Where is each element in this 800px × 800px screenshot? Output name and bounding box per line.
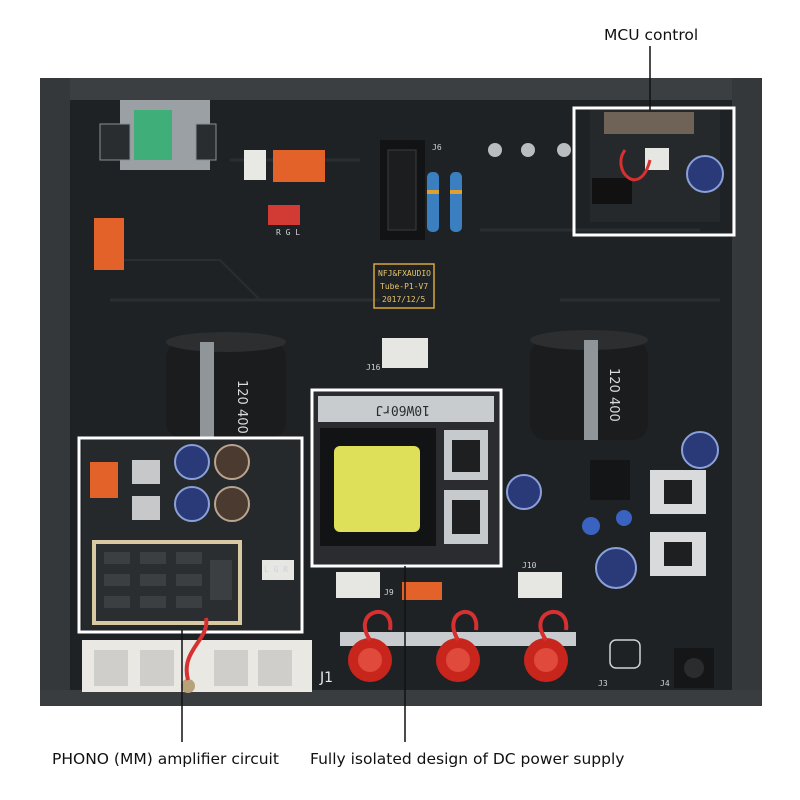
cap-right-label: 120 400 — [606, 368, 621, 422]
j16-label: J16 — [366, 363, 381, 372]
board-marking: NFJ&FXAUDIO Tube-P1-V7 2017/12/5 — [373, 263, 435, 309]
connector-j9: J9 — [336, 572, 394, 598]
top-left-connector — [99, 100, 217, 170]
connector-j10: J10 — [518, 561, 562, 598]
dc-highlight-box — [310, 388, 503, 568]
mcu-callout-label: MCU control — [604, 26, 699, 44]
capacitor-right: 120 400 — [530, 330, 648, 440]
j10-label: J10 — [522, 561, 537, 570]
relay-left — [94, 218, 124, 270]
connector-j16: J16 — [366, 338, 428, 372]
rgl-label: R G L — [276, 228, 300, 237]
input-jack-j6: J6 — [380, 140, 442, 240]
transformer-label: 10W60rJ — [375, 402, 430, 417]
callout-lines — [181, 46, 651, 742]
connector-rgl: R G L — [268, 205, 300, 237]
right-components — [506, 431, 719, 589]
marking-line1: NFJ&FXAUDIO — [378, 269, 431, 278]
leds-top — [488, 143, 571, 157]
lgr-label: L G R — [264, 565, 288, 574]
phono-highlight-box — [77, 436, 304, 634]
marking-line3: 2017/12/5 — [382, 295, 426, 304]
relay-mid — [402, 582, 442, 600]
j6-label: J6 — [432, 143, 442, 152]
dc-supply-area: 10W60rJ — [310, 388, 503, 568]
power-jack-j4: J4 — [660, 648, 714, 688]
j4-label: J4 — [660, 679, 670, 688]
capacitor-left: 120 400 — [166, 332, 286, 438]
j1-label: J1 — [319, 670, 333, 686]
jack-j3: J3 — [598, 639, 641, 688]
rca-block-j1: J1 — [82, 617, 333, 693]
phono-callout-label: PHONO (MM) amplifier circuit — [52, 750, 279, 768]
phono-area: L G R — [77, 436, 304, 634]
relay-top — [273, 150, 325, 182]
cap-left-label: 120 400 — [234, 380, 249, 434]
dc-supply-callout-label: Fully isolated design of DC power supply — [310, 750, 625, 768]
white-header-top — [244, 150, 266, 180]
j3-label: J3 — [598, 679, 608, 688]
marking-line2: Tube-P1-V7 — [380, 282, 428, 291]
binding-posts — [340, 610, 576, 682]
mcu-area — [572, 106, 736, 237]
j9-label: J9 — [384, 588, 394, 597]
resistors-top — [427, 172, 462, 232]
mcu-highlight-box — [572, 106, 736, 237]
